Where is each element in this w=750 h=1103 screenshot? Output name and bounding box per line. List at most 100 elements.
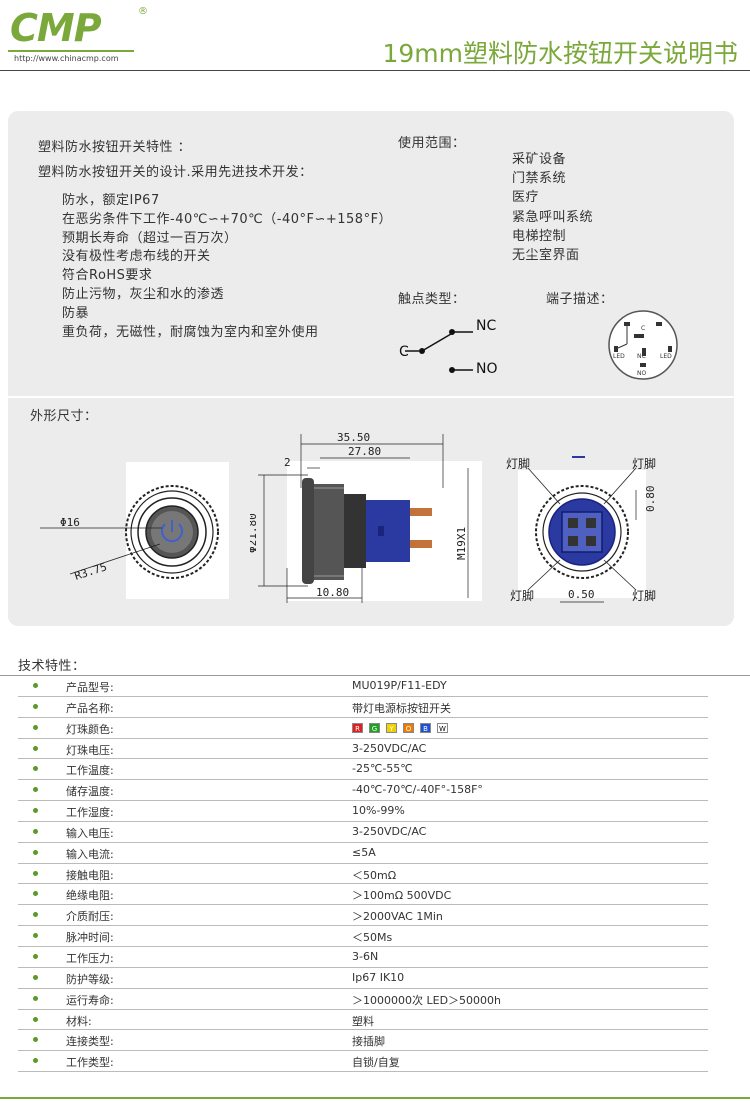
spec-label: 产品型号: <box>66 681 114 694</box>
logo-registered-mark: ® <box>138 6 148 17</box>
spec-label: 工作温度: <box>66 764 114 778</box>
bullet-icon <box>33 745 38 751</box>
terminal-heading: 端子描述： <box>546 292 614 307</box>
spec-value: 塑料 <box>352 1014 374 1028</box>
spec-value: ＞1000000次 LED＞50000h <box>352 993 501 1007</box>
table-row: 绝缘电阻:＞100mΩ 500VDC <box>18 884 708 906</box>
table-row: 介质耐压: ＞2000VAC 1Min <box>18 905 708 927</box>
dim-phi16: Φ16 <box>60 516 80 529</box>
spec-label: 工作压力: <box>66 951 114 965</box>
dimensions-heading: 外形尺寸： <box>30 409 98 424</box>
dim-2780: 27.80 <box>348 445 381 458</box>
led-color-swatch: G <box>369 722 380 733</box>
header-divider <box>0 70 750 71</box>
contact-type-heading: 触点类型： <box>398 292 466 307</box>
spec-value: 3-250VDC/AC <box>352 741 427 755</box>
feature-item: 在恶劣条件下工作-40℃∽+70℃（-40°F∽+158°F） <box>62 211 393 227</box>
feature-item: 符合RoHS要求 <box>62 268 153 284</box>
document-title: 19mm塑料防水按钮开关说明书 <box>382 39 738 68</box>
rear-led-pin-label-tl: 灯脚 <box>506 456 530 471</box>
usage-item: 采矿设备 <box>512 152 567 167</box>
table-row: 输入电压:3-250VDC/AC <box>18 822 708 843</box>
spec-label: 绝缘电阻: <box>66 889 114 903</box>
table-row: 运行寿命: ＞1000000次 LED＞50000h <box>18 989 708 1010</box>
table-row: 灯珠电压: 3-250VDC/AC <box>18 739 708 760</box>
logo-underline <box>8 50 134 52</box>
terminal-led-right-label: LED <box>660 353 672 360</box>
logo-url: http://www.chinacmp.com <box>14 54 119 63</box>
logo-text: CMP <box>10 6 102 50</box>
terminal-c-label: C <box>641 325 645 332</box>
spec-value: 接插脚 <box>352 1035 385 1049</box>
spec-label: 防护等级: <box>66 972 114 986</box>
spec-label: 灯珠颜色: <box>66 722 114 736</box>
spec-value: ＜50mΩ <box>352 868 397 882</box>
spec-value: Ip67 IK10 <box>352 970 405 984</box>
spec-label: 工作类型: <box>66 1056 114 1070</box>
spec-label: 灯珠电压: <box>66 743 114 757</box>
bullet-icon <box>33 995 38 1001</box>
usage-item: 电梯控制 <box>512 228 567 244</box>
led-color-swatch: R <box>352 722 363 733</box>
rear-view-drawing: 灯脚 灯脚 灯脚 灯脚 0.80 0.50 <box>506 456 657 603</box>
spec-value: ≤5A <box>352 845 376 859</box>
table-row: 脉冲时间: ＜50Ms <box>18 926 708 947</box>
spec-value: ＞2000VAC 1Min <box>352 910 443 924</box>
usage-list: 采矿设备 门禁系统 医疗 紧急呼叫系统 电梯控制 无尘室界面 <box>512 150 593 265</box>
spec-label: 储存温度: <box>66 785 114 799</box>
dim-050: 0.50 <box>568 588 595 601</box>
feature-item: 没有极性考虑布线的开关 <box>62 249 211 265</box>
led-color-swatch: Y <box>386 722 397 733</box>
dim-m19x1: M19X1 <box>455 527 468 560</box>
rear-led-pin-label-bl: 灯脚 <box>510 588 534 603</box>
spec-label: 脉冲时间: <box>66 931 114 945</box>
bullet-icon <box>33 870 38 876</box>
dim-phi2180: Φ21.80 <box>250 513 259 553</box>
usage-item: 紧急呼叫系统 <box>512 209 594 225</box>
usage-heading: 使用范围： <box>398 136 466 151</box>
spec-label: 运行寿命: <box>66 993 114 1007</box>
table-row: 工作压力:3-6N <box>18 947 708 968</box>
brand-logo: CMP ® http://www.chinacmp.com <box>8 6 148 64</box>
feature-item: 预期长寿命（超过一百万次） <box>62 230 238 246</box>
dim-1080: 10.80 <box>316 586 349 599</box>
bullet-icon <box>33 703 38 709</box>
table-row: 防护等级: Ip67 IK10 <box>18 968 708 989</box>
spec-label: 工作湿度: <box>66 806 114 820</box>
spec-value: ＜50Ms <box>352 931 393 945</box>
spec-label: 连接类型: <box>66 1035 114 1049</box>
bullet-icon <box>33 974 38 980</box>
bullet-icon <box>33 1037 38 1043</box>
table-row: 产品型号:MU019P/F11-EDY <box>18 676 708 697</box>
features-list: 防水，额定IP67 在恶劣条件下工作-40℃∽+70℃（-40°F∽+158°F… <box>62 192 392 342</box>
terminal-led-left-label: LED <box>613 353 625 360</box>
bullet-icon <box>33 683 38 688</box>
table-row: 接触电阻: ＜50mΩ <box>18 864 708 885</box>
spec-value: -25℃-55℃ <box>352 762 413 776</box>
rear-led-pin-label-br: 灯脚 <box>632 588 656 603</box>
usage-item: 门禁系统 <box>512 171 567 187</box>
spec-label: 接触电阻: <box>66 868 114 882</box>
contact-diagram <box>405 329 473 373</box>
contact-nc-label: NC <box>476 318 497 334</box>
bullet-icon <box>33 1016 38 1022</box>
table-row: 产品名称:带灯电源标按钮开关 <box>18 697 708 718</box>
bullet-icon <box>33 766 38 772</box>
led-color-swatch: W <box>437 722 448 733</box>
feature-item: 防止污物，灰尘和水的渗透 <box>62 286 225 302</box>
spec-label: 介质耐压: <box>66 910 114 924</box>
front-view-drawing: Φ16 R3.75 <box>40 462 229 599</box>
table-row: 材料:塑料 <box>18 1010 708 1031</box>
table-row: 工作温度: -25℃-55℃ <box>18 759 708 781</box>
usage-item: 医疗 <box>512 190 540 206</box>
bullet-icon <box>33 808 38 814</box>
bullet-icon <box>33 849 38 855</box>
spec-value: 3-250VDC/AC <box>352 824 427 838</box>
footer-rule <box>0 1097 750 1099</box>
feature-item: 重负荷，无磁性，耐腐蚀为室内和室外使用 <box>62 324 319 340</box>
spec-value: 自锁/自复 <box>352 1056 400 1070</box>
dim-3550: 35.50 <box>337 431 370 444</box>
terminal-diagram: C NC NO LED LED <box>608 310 678 380</box>
